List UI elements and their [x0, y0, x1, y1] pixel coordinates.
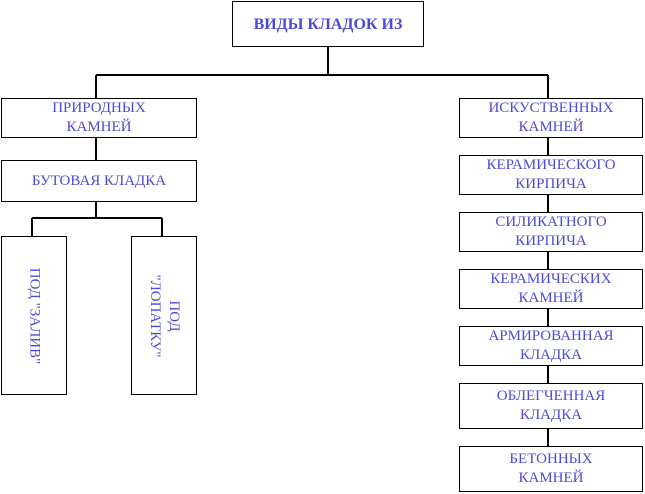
- silicate-brick-node: СИЛИКАТНОГО КИРПИЧА: [459, 212, 643, 252]
- rubble-masonry-node: БУТОВАЯ КЛАДКА: [1, 160, 197, 202]
- subtype-pour-node: ПОД "ЗАЛИВ": [1, 236, 67, 395]
- lightweight-masonry-node: ОБЛЕГЧЕННАЯ КЛАДКА: [459, 383, 643, 429]
- subtype-pour-label: ПОД "ЗАЛИВ": [26, 267, 43, 364]
- root-title: ВИДЫ КЛАДОК ИЗ: [232, 1, 424, 47]
- artificial-stones-node: ИСКУСТВЕННЫХ КАМНЕЙ: [459, 98, 643, 138]
- reinforced-masonry-node: АРМИРОВАННАЯ КЛАДКА: [459, 326, 643, 366]
- concrete-stones-node: БЕТОННЫХ КАМНЕЙ: [459, 446, 643, 492]
- subtype-shovel-label: ПОД "ЛОПАТКУ": [147, 273, 182, 358]
- ceramic-brick-node: КЕРАМИЧЕСКОГО КИРПИЧА: [459, 155, 643, 195]
- ceramic-stones-node: КЕРАМИЧЕСКИХ КАМНЕЙ: [459, 269, 643, 309]
- subtype-shovel-node: ПОД "ЛОПАТКУ": [131, 236, 197, 395]
- natural-stones-node: ПРИРОДНЫХ КАМНЕЙ: [1, 98, 197, 138]
